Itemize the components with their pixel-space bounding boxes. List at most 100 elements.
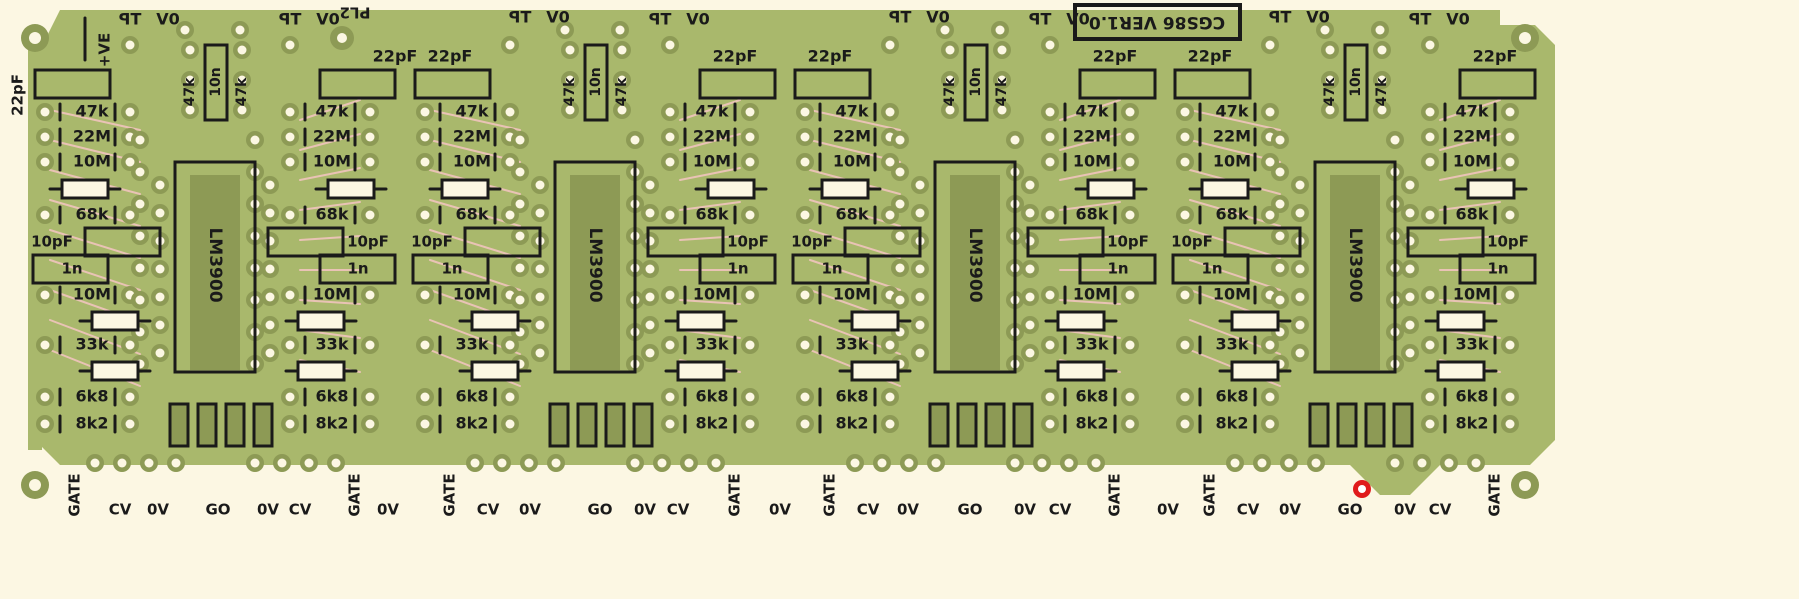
s2-res-pad-left-hole	[420, 107, 430, 117]
s1-header-pad-hole	[171, 458, 181, 468]
s1-ic-outline	[173, 160, 257, 374]
s1-header-pad-hole	[277, 458, 287, 468]
cap-label-22pf-vertical: 22pF	[9, 74, 27, 116]
s1-ic-pin-hole	[155, 264, 165, 274]
label-tp: TP	[648, 10, 671, 29]
s3-ic-pin-hole	[915, 348, 925, 358]
s4-tab-resistor	[1308, 402, 1330, 448]
s1-res-pad-left-hole	[40, 290, 50, 300]
bottom-label-gate: GATE	[821, 473, 839, 516]
s4-res-pad-left-hole	[1180, 107, 1190, 117]
s3-ic-pin-hole	[915, 180, 925, 190]
s2-filler-pad-hole	[515, 231, 525, 241]
s4-res-pad-left-hole	[1180, 419, 1190, 429]
s3-tab-resistor	[984, 402, 1006, 448]
s3-res-label-r33k: 33k	[1076, 335, 1109, 354]
s3-res-label-r10m: 10M	[833, 152, 871, 171]
s1-trace	[299, 133, 361, 151]
s1-trace	[299, 235, 361, 241]
s1-res-label-r10m: 10M	[73, 285, 111, 304]
s1-res-pad-left-hole	[285, 132, 295, 142]
s1-res-label-r10m: 10M	[73, 152, 111, 171]
s4-tab-resistor	[1364, 402, 1386, 448]
s1-res-pad-left-hole	[285, 157, 295, 167]
s1-trace	[299, 99, 361, 121]
s4-cap-label-10pf-right: 10pF	[1487, 233, 1529, 251]
s1-res-pad-left-hole	[285, 210, 295, 220]
cap-label-22pf: 22pF	[1188, 47, 1233, 66]
s3-res-label-r6k8: 6k8	[1076, 387, 1109, 406]
s4-header-pad-hole	[1284, 458, 1294, 468]
s1-cap-label-1n-right: 1n	[347, 260, 368, 278]
s4-ic-label: LM3900	[1345, 227, 1365, 302]
s2-header-pad-hole	[711, 458, 721, 468]
s3-res-pad-left-hole	[800, 290, 810, 300]
s1-res-pad-right-hole	[365, 290, 375, 300]
s4-res-pad-right-hole	[1505, 340, 1515, 350]
s3-res-label-r47k: 47k	[836, 102, 869, 121]
s2-ic-pin-hole	[535, 292, 545, 302]
bottom-label-cv: CV	[289, 501, 312, 519]
s3-header-pad-hole	[904, 458, 914, 468]
s3-res-pad-right-hole	[885, 419, 895, 429]
s1-res-pad-left-hole	[40, 419, 50, 429]
s1-axial-resistor	[296, 360, 346, 382]
s2-res-pad-right-hole	[745, 157, 755, 167]
s3-trace	[1059, 299, 1121, 305]
s4-header-pad-hole	[1230, 458, 1240, 468]
s2-res-pad-right-hole	[745, 132, 755, 142]
via-marker-hole	[1358, 485, 1366, 493]
s2-res-pad-left-hole	[665, 290, 675, 300]
s3-res-pad-right-hole	[885, 107, 895, 117]
s2-res-pad-left-hole	[665, 132, 675, 142]
s3-res-pad-right-hole	[885, 392, 895, 402]
s2-trace	[429, 259, 521, 291]
s4-res-label-r10m: 10M	[1453, 285, 1491, 304]
bottom-label-cv: CV	[109, 501, 132, 519]
s1-pad-hole	[237, 45, 247, 55]
s1-cap-10pf-right	[266, 226, 345, 258]
s2-res-pad-right-hole	[505, 419, 515, 429]
s2-res-pad-left-hole	[420, 340, 430, 350]
s3-res-pad-right-hole	[1125, 107, 1135, 117]
s2-tp-pad-hole	[560, 25, 570, 35]
s4-res-pad-left-hole	[1180, 210, 1190, 220]
s3-res-pad-right-hole	[1125, 419, 1135, 429]
s4-tp-pad-hole	[1320, 25, 1330, 35]
s4-pad-hole	[1325, 105, 1335, 115]
s3-filler-pad-hole	[895, 295, 905, 305]
s2-res-label-r10m: 10M	[453, 152, 491, 171]
s3-ic-label: LM3900	[965, 227, 985, 302]
s3-ic-pin-hole	[1025, 320, 1035, 330]
s1-header-pad-hole	[250, 458, 260, 468]
s4-res-pad-right-hole	[1265, 340, 1275, 350]
board-title: CGS86 VER1.0	[1089, 12, 1225, 32]
bottom-label-gate: GATE	[346, 473, 364, 516]
s3-trace	[809, 109, 901, 131]
label-tp: TP	[278, 10, 301, 29]
s4-res-pad-right-hole	[1505, 290, 1515, 300]
s1-pad-hole	[185, 75, 195, 85]
s4-res-label-r6k8: 6k8	[1216, 387, 1249, 406]
s3-res-label-r33k: 33k	[836, 335, 869, 354]
label-0v: 0V	[1066, 10, 1090, 29]
s2-res-label-47k-v: 47k	[614, 77, 630, 106]
s4-cap-label-10n: 10n	[1348, 67, 1364, 96]
s1-header-pad-hole	[117, 458, 127, 468]
s2-res-pad-left-hole	[665, 210, 675, 220]
s2-cap-label-1n-right: 1n	[727, 260, 748, 278]
s2-res-label-r68k: 68k	[696, 205, 729, 224]
s4-res-pad-left-hole	[1425, 132, 1435, 142]
s3-tab-resistor	[956, 402, 978, 448]
s4-ic-pin-hole	[1405, 292, 1415, 302]
s4-ic-pin-hole	[1295, 264, 1305, 274]
s4-res-pad-right-hole	[1265, 419, 1275, 429]
s3-res-pad-right-hole	[1125, 210, 1135, 220]
s2-ic-pin-hole	[645, 292, 655, 302]
s2-filler-pad-hole	[515, 263, 525, 273]
s1-header-pad-hole	[304, 458, 314, 468]
s4-res-pad-left-hole	[1180, 157, 1190, 167]
pad-layer	[21, 21, 1539, 499]
s3-res-pad-left-hole	[1045, 419, 1055, 429]
s4-trace	[1439, 299, 1501, 305]
